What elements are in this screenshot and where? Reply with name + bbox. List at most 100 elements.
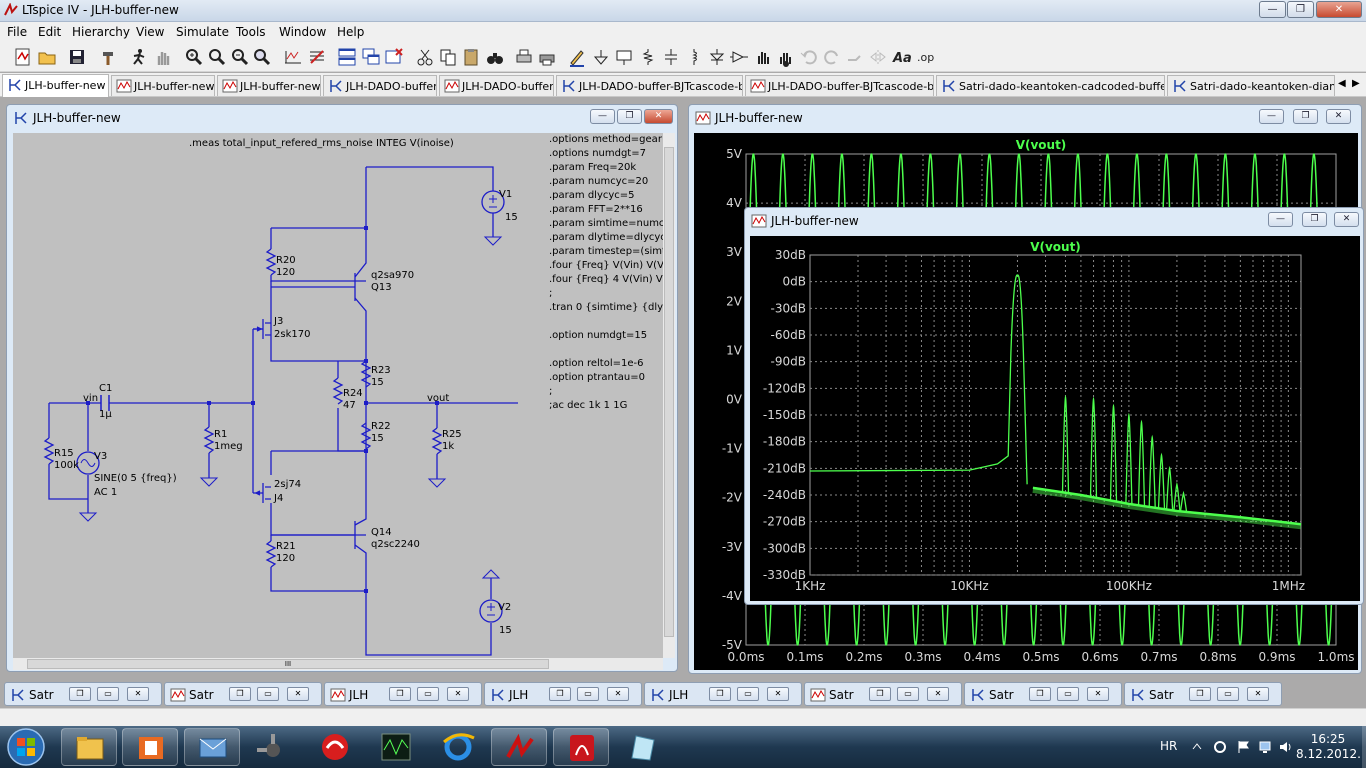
menu-help[interactable]: Help bbox=[337, 25, 365, 39]
spice-directives[interactable]: .options method=gear.options numdgt=7.pa… bbox=[549, 134, 663, 411]
minimized-restore-button[interactable]: ❐ bbox=[709, 687, 731, 701]
menu-window[interactable]: Window bbox=[279, 25, 327, 39]
spectrum-harmonic-peak[interactable] bbox=[1061, 394, 1070, 493]
schematic-vertical-scrollbar[interactable] bbox=[663, 133, 675, 658]
spice-directive-line[interactable]: .param dlytime=dlycyc/ bbox=[549, 232, 663, 243]
minimized-restore-button[interactable]: ❐ bbox=[229, 687, 251, 701]
menu-simulate[interactable]: Simulate bbox=[176, 25, 230, 39]
minimized-maximize-button[interactable]: ▭ bbox=[577, 687, 599, 701]
menu-tools[interactable]: Tools bbox=[236, 25, 266, 39]
language-indicator[interactable]: HR bbox=[1160, 739, 1178, 753]
tab-satri-dado-keantoken-cadcoded-buffers-2[interactable]: Satri-dado-keantoken-cadcoded-buffers-2 bbox=[936, 75, 1165, 96]
transient-minimize-button[interactable]: — bbox=[1259, 109, 1284, 124]
r23-resistor[interactable] bbox=[360, 360, 372, 388]
minimized-maximize-button[interactable]: ▭ bbox=[897, 687, 919, 701]
minimized-window[interactable]: JLH❐▭✕ bbox=[644, 682, 802, 706]
move-hand-icon[interactable] bbox=[753, 47, 773, 67]
spice-directive-line[interactable]: .option reltol=1e-6 bbox=[549, 358, 643, 369]
spice-directive-line[interactable]: .four {Freq} 4 V(Vin) V bbox=[549, 274, 663, 285]
schematic-restore-button[interactable]: ❐ bbox=[617, 109, 642, 124]
spectrum-harmonic-peak[interactable] bbox=[1165, 465, 1174, 510]
spice-directive-line[interactable]: .param FFT=2**16 bbox=[549, 204, 643, 215]
minimized-window[interactable]: JLH❐▭✕ bbox=[324, 682, 482, 706]
find-binoculars-icon[interactable] bbox=[485, 47, 505, 67]
spice-directive-line[interactable]: .options numdgt=7 bbox=[549, 148, 646, 159]
tab-scroll-left-icon[interactable]: ◀ bbox=[1338, 78, 1346, 89]
tab-jlh-dado-buffer-bjtcascode-b-schematic[interactable]: JLH-DADO-buffer-BJTcascode-b bbox=[556, 75, 743, 96]
minimized-maximize-button[interactable]: ▭ bbox=[1057, 687, 1079, 701]
menu-view[interactable]: View bbox=[136, 25, 165, 39]
minimized-window[interactable]: Satr❐▭✕ bbox=[804, 682, 962, 706]
mirror-icon[interactable] bbox=[868, 47, 888, 67]
print-icon[interactable] bbox=[537, 47, 557, 67]
taskbar-oscilloscope[interactable] bbox=[368, 728, 424, 766]
component-icon[interactable] bbox=[730, 47, 750, 67]
spectrum-window-titlebar[interactable]: JLH-buffer-new — ❐ ✕ bbox=[745, 208, 1363, 232]
tab-jlh-buffer-new-schematic[interactable]: JLH-buffer-new bbox=[2, 74, 109, 97]
spectrum-harmonic-peak[interactable] bbox=[1157, 452, 1166, 509]
transient-restore-button[interactable]: ❐ bbox=[1293, 109, 1318, 124]
delete-traces-icon[interactable] bbox=[307, 47, 327, 67]
r20-resistor[interactable] bbox=[265, 248, 277, 276]
spice-directive-line[interactable]: ; bbox=[549, 288, 552, 299]
r22-resistor[interactable] bbox=[360, 422, 372, 450]
minimized-maximize-button[interactable]: ▭ bbox=[417, 687, 439, 701]
taskbar-explorer[interactable] bbox=[61, 728, 117, 766]
action-center-flag-icon[interactable] bbox=[1236, 739, 1252, 755]
text-icon[interactable]: Aa bbox=[892, 47, 912, 67]
minimized-restore-button[interactable]: ❐ bbox=[549, 687, 571, 701]
spice-directive-line[interactable]: .tran 0 {simtime} {dlytim bbox=[549, 302, 663, 313]
spectrum-harmonic-peak[interactable] bbox=[1137, 419, 1146, 506]
minimized-window[interactable]: JLH❐▭✕ bbox=[484, 682, 642, 706]
spectrum-harmonic-peak[interactable] bbox=[1173, 481, 1181, 512]
taskbar-mail[interactable] bbox=[184, 728, 240, 766]
autorange-icon[interactable] bbox=[283, 47, 303, 67]
minimized-maximize-button[interactable]: ▭ bbox=[257, 687, 279, 701]
spice-directive-line[interactable]: .param simtime=numcy bbox=[549, 218, 663, 229]
schematic-hscroll-thumb[interactable]: III bbox=[27, 659, 549, 669]
menu-hierarchy[interactable]: Hierarchy bbox=[72, 25, 131, 39]
j4-jfet[interactable] bbox=[254, 483, 271, 503]
minimized-restore-button[interactable]: ❐ bbox=[389, 687, 411, 701]
control-panel-hammer-icon[interactable] bbox=[99, 47, 119, 67]
spice-directive-line[interactable]: ; bbox=[549, 386, 552, 397]
save-icon[interactable] bbox=[67, 47, 87, 67]
r25-resistor[interactable] bbox=[431, 427, 443, 455]
spice-directive-line[interactable]: .param numcyc=20 bbox=[549, 176, 648, 187]
minimized-window[interactable]: Satr❐▭✕ bbox=[964, 682, 1122, 706]
taskbar-notes[interactable] bbox=[614, 728, 670, 766]
schematic-close-button[interactable]: ✕ bbox=[644, 109, 673, 124]
taskbar-tool[interactable] bbox=[245, 728, 301, 766]
spectrum-harmonic-peak[interactable] bbox=[1125, 412, 1133, 504]
minimized-close-button[interactable]: ✕ bbox=[1247, 687, 1269, 701]
app-close-button[interactable]: ✕ bbox=[1316, 1, 1362, 18]
run-simulation-icon[interactable] bbox=[129, 47, 149, 67]
drag-hand-icon[interactable] bbox=[776, 47, 796, 67]
undo-icon[interactable] bbox=[799, 47, 819, 67]
spectrum-harmonic-peak[interactable] bbox=[1148, 434, 1156, 508]
spice-directive-line[interactable]: .option ptrantau=0 bbox=[549, 372, 645, 383]
tab-jlh-dado-buffer-schematic[interactable]: JLH-DADO-buffer bbox=[323, 75, 437, 96]
rotate-icon[interactable] bbox=[845, 47, 865, 67]
zoom-fit-icon[interactable] bbox=[252, 47, 272, 67]
spectrum-restore-button[interactable]: ❐ bbox=[1302, 212, 1327, 227]
taskbar-office[interactable] bbox=[122, 728, 178, 766]
minimized-restore-button[interactable]: ❐ bbox=[869, 687, 891, 701]
volume-icon[interactable] bbox=[1278, 739, 1294, 755]
minimized-restore-button[interactable]: ❐ bbox=[69, 687, 91, 701]
minimized-restore-button[interactable]: ❐ bbox=[1029, 687, 1051, 701]
cut-scissors-icon[interactable] bbox=[415, 47, 435, 67]
close-windows-icon[interactable] bbox=[384, 47, 404, 67]
spice-directive-icon[interactable]: .op bbox=[915, 47, 935, 67]
tab-jlh-buffer-new-waveform-2[interactable]: JLH-buffer-new bbox=[217, 75, 321, 96]
show-hidden-icons-icon[interactable] bbox=[1190, 740, 1204, 754]
menu-file[interactable]: File bbox=[7, 25, 28, 39]
app-restore-button[interactable]: ❐ bbox=[1287, 1, 1314, 18]
spectrum-minimize-button[interactable]: — bbox=[1268, 212, 1293, 227]
schematic-horizontal-scrollbar[interactable]: III bbox=[13, 658, 663, 670]
capacitor-icon[interactable] bbox=[661, 47, 681, 67]
minimized-maximize-button[interactable]: ▭ bbox=[1217, 687, 1239, 701]
spectrum-harmonic-peak[interactable] bbox=[1179, 490, 1188, 512]
show-desktop-button[interactable] bbox=[1362, 726, 1366, 768]
resistor-icon[interactable] bbox=[638, 47, 658, 67]
